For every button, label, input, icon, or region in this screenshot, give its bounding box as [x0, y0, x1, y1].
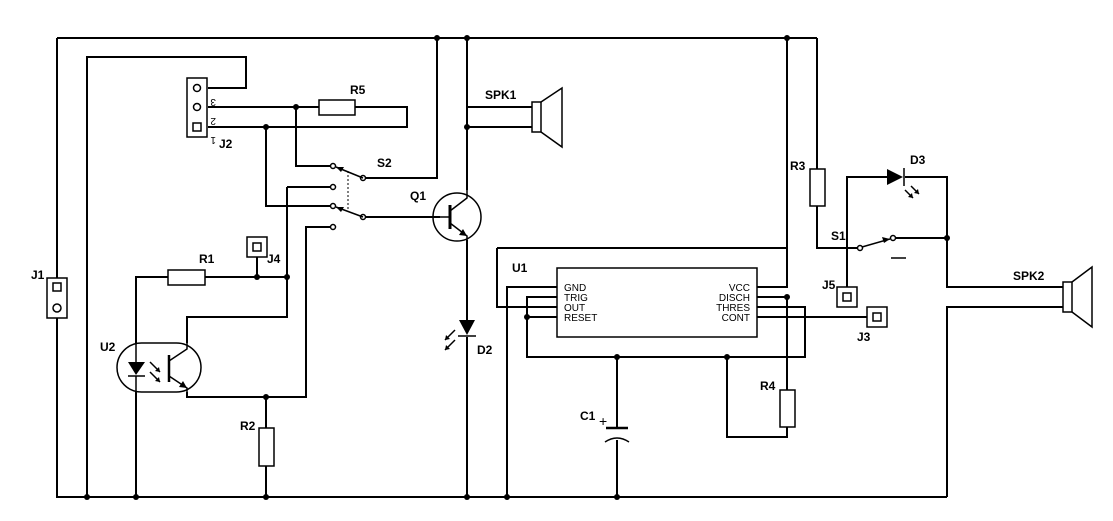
u1-pin-cont: CONT [722, 313, 750, 324]
label-j1: J1 [31, 268, 45, 282]
connector-j5: J5 [822, 278, 858, 308]
label-s1: S1 [831, 229, 846, 243]
resistor-r1: R1 [167, 252, 215, 286]
label-r2: R2 [240, 419, 256, 433]
connector-j4: J4 [246, 236, 281, 266]
connector-j2: 3 2 1 J2 [186, 77, 233, 151]
wires [56, 37, 1063, 498]
label-j2: J2 [219, 137, 233, 151]
u1-pin-gnd: GND [564, 283, 586, 294]
connector-j3: J3 [857, 306, 888, 344]
label-j3: J3 [857, 330, 871, 344]
label-r3: R3 [790, 159, 806, 173]
label-d3: D3 [910, 153, 926, 167]
label-c1: C1 [580, 409, 596, 423]
label-u2: U2 [100, 340, 116, 354]
speaker-spk2: SPK2 [1013, 265, 1093, 329]
label-q1: Q1 [410, 189, 426, 203]
label-r1: R1 [199, 252, 215, 266]
optocoupler-u2: U2 [100, 340, 202, 393]
junctions [84, 35, 950, 500]
label-j5: J5 [822, 278, 836, 292]
label-j4: J4 [267, 252, 281, 266]
u1-pin-thres: THRES [716, 303, 750, 314]
u1-pin-disch: DISCH [719, 293, 750, 304]
j2-pin1-number: 1 [210, 134, 216, 145]
resistor-r4: R4 [760, 379, 796, 428]
switch-s1: S1 [831, 229, 906, 259]
label-r5: R5 [350, 83, 366, 97]
transistor-q1: Q1 [410, 189, 482, 242]
c1-plus-sign: + [599, 413, 607, 429]
label-spk1: SPK1 [485, 88, 517, 102]
speaker-spk1: SPK1 [485, 86, 563, 149]
u1-pin-trig: TRIG [564, 293, 588, 304]
j2-pin3-number: 3 [210, 96, 216, 107]
label-s2: S2 [377, 156, 392, 170]
capacitor-c1: + C1 [580, 409, 630, 443]
resistor-r2: R2 [240, 419, 275, 467]
u1-pin-vcc: VCC [729, 283, 750, 294]
label-d2: D2 [477, 343, 493, 357]
connector-j1: J1 [31, 268, 68, 319]
resistor-r3: R3 [790, 159, 826, 207]
resistor-r5: R5 [318, 83, 366, 116]
u1-pin-out: OUT [564, 303, 585, 314]
u1-pin-reset: RESET [564, 313, 597, 324]
label-r4: R4 [760, 379, 776, 393]
switch-s2: S2 [329, 156, 392, 231]
led-d2: D2 [444, 320, 493, 357]
label-u1: U1 [512, 261, 528, 275]
led-d3: D3 [887, 153, 926, 199]
label-spk2: SPK2 [1013, 269, 1045, 283]
ic-u1-555: GND TRIG OUT RESET VCC DISCH THRES CONT … [512, 261, 758, 338]
j2-pin2-number: 2 [210, 115, 216, 126]
